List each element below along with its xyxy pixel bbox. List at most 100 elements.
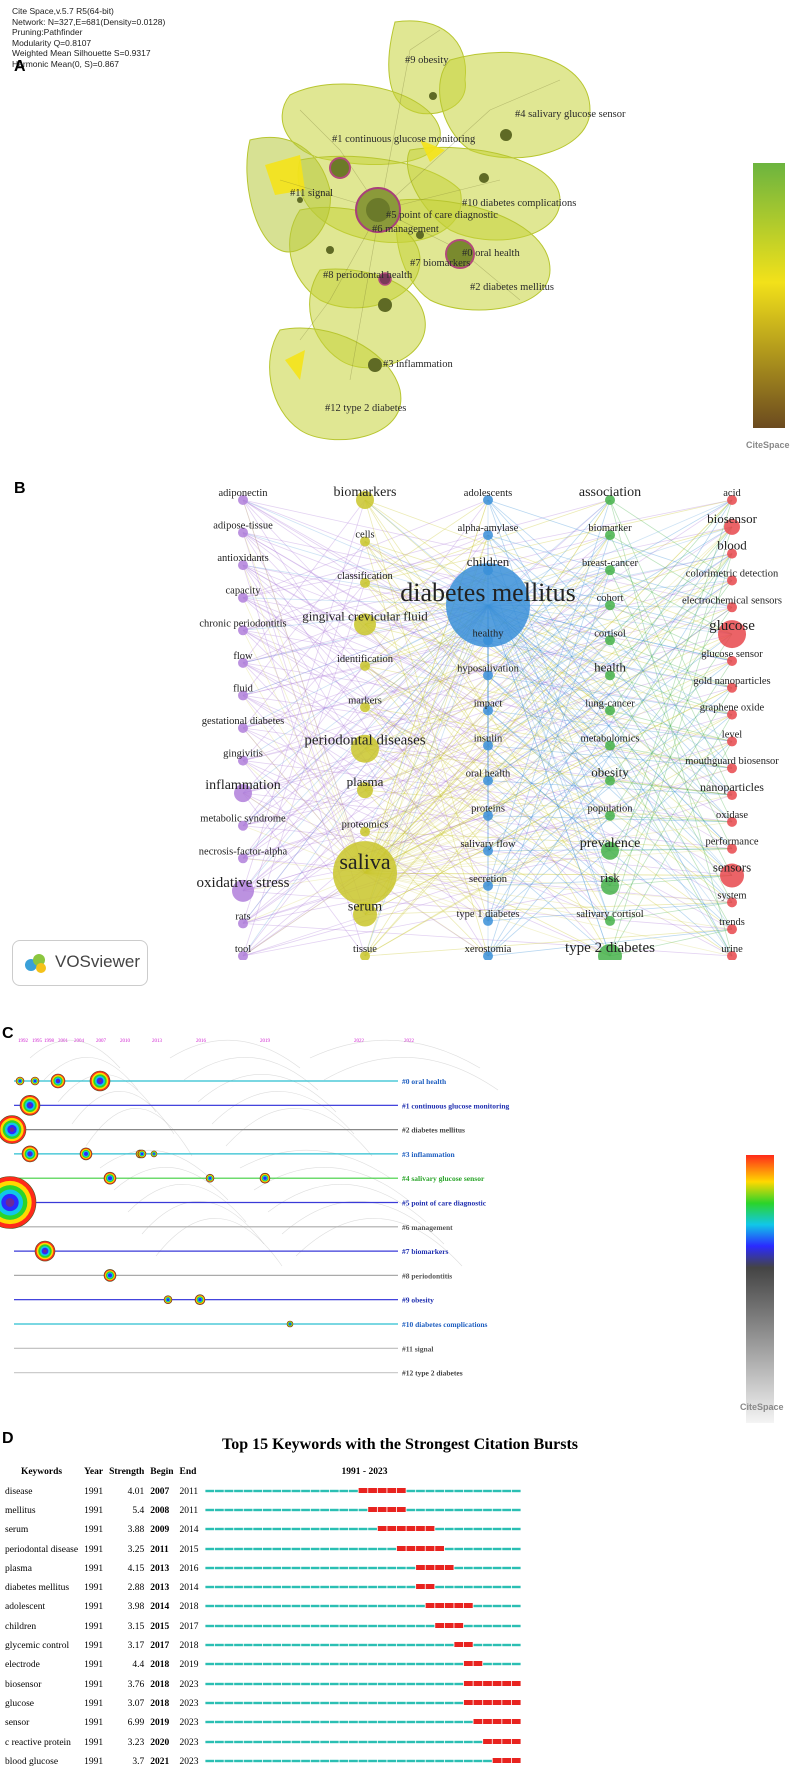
burst-bar — [204, 1661, 521, 1667]
base-segment — [358, 1585, 367, 1589]
node-inflammation — [234, 784, 252, 803]
keyword-label: association — [579, 485, 641, 500]
base-segment — [271, 1721, 281, 1724]
timeline-cluster-label: #12 type 2 diabetes — [402, 1369, 463, 1378]
node-necrosis-factor-alpha — [238, 853, 248, 864]
base-segment — [262, 1585, 272, 1589]
keyword-label: nanoparticles — [700, 780, 764, 794]
base-segment — [224, 1585, 233, 1589]
base-segment — [243, 1547, 252, 1550]
timeline-year: 2001 — [58, 1039, 69, 1044]
base-segment — [396, 1663, 406, 1666]
base-segment — [271, 1528, 281, 1531]
base-segment — [214, 1508, 224, 1512]
keyword-label: sensors — [713, 860, 751, 875]
base-segment — [338, 1759, 348, 1762]
node-fluid — [238, 690, 248, 701]
keyword-label: cohort — [597, 593, 624, 604]
burst-year: 1991 — [84, 1505, 104, 1516]
burst-segment — [501, 1680, 511, 1686]
base-segment — [434, 1740, 444, 1743]
keyword-label: urine — [721, 944, 743, 955]
base-segment — [358, 1759, 367, 1762]
base-segment — [406, 1489, 415, 1492]
node-metabolic-syndrome — [238, 820, 248, 831]
base-segment — [271, 1605, 281, 1608]
base-segment — [310, 1740, 320, 1743]
base-segment — [406, 1643, 415, 1647]
base-segment — [473, 1547, 482, 1550]
panel-label-d: D — [2, 1430, 14, 1447]
base-segment — [281, 1740, 291, 1743]
base-segment — [243, 1585, 252, 1589]
base-segment — [377, 1585, 387, 1589]
base-segment — [300, 1489, 310, 1492]
base-segment — [463, 1624, 473, 1627]
node-classification — [360, 577, 370, 588]
cluster-label: #6 management — [372, 224, 439, 235]
base-segment — [453, 1759, 463, 1762]
base-segment — [329, 1566, 339, 1570]
base-segment — [224, 1624, 233, 1627]
burst-keyword: plasma — [5, 1563, 32, 1574]
burst-segment — [396, 1526, 406, 1532]
base-segment — [271, 1585, 281, 1589]
base-segment — [386, 1643, 396, 1647]
burst-strength: 3.15 — [127, 1621, 145, 1632]
base-segment — [396, 1740, 406, 1743]
burst-end: 2015 — [179, 1544, 199, 1555]
keyword-label: proteins — [471, 804, 505, 815]
base-segment — [252, 1489, 262, 1492]
timeline-year: 2007 — [96, 1039, 107, 1044]
base-segment — [406, 1585, 415, 1589]
base-segment — [492, 1528, 501, 1531]
base-segment — [300, 1682, 310, 1685]
node-performance — [727, 843, 737, 854]
base-segment — [262, 1663, 272, 1666]
burst-year: 1991 — [84, 1718, 104, 1729]
base-segment — [482, 1585, 492, 1589]
base-segment — [204, 1566, 214, 1570]
base-segment — [262, 1682, 272, 1685]
timeline-cluster-label: #8 periodontitis — [402, 1271, 452, 1280]
keyword-label: oxidase — [716, 810, 748, 821]
timeline-year: 2022 — [354, 1039, 365, 1044]
base-segment — [338, 1566, 348, 1570]
burst-strength: 2.88 — [127, 1583, 145, 1594]
cluster-label: #10 diabetes complications — [462, 198, 576, 209]
base-segment — [291, 1547, 300, 1550]
base-segment — [358, 1508, 367, 1512]
burst-year: 1991 — [84, 1679, 104, 1690]
base-segment — [252, 1566, 262, 1570]
burst-segment — [425, 1584, 434, 1590]
base-segment — [319, 1701, 329, 1705]
timeline-year: 2019 — [260, 1039, 271, 1044]
base-segment — [386, 1663, 396, 1666]
base-segment — [310, 1528, 320, 1531]
burst-segment — [492, 1757, 501, 1763]
base-segment — [406, 1566, 415, 1570]
base-segment — [501, 1547, 511, 1550]
burst-keyword: glycemic control — [5, 1641, 70, 1652]
base-segment — [511, 1605, 521, 1608]
burst-timeline-cell — [202, 1733, 528, 1752]
timeline-year: 1992 — [18, 1039, 29, 1044]
base-segment — [396, 1566, 406, 1570]
keyword-label: mouthguard biosensor — [685, 756, 779, 767]
base-segment — [386, 1682, 396, 1685]
burst-begin: 2018 — [150, 1679, 170, 1690]
base-segment — [425, 1663, 434, 1666]
base-segment — [492, 1624, 501, 1627]
base-segment — [329, 1528, 339, 1531]
base-segment — [243, 1701, 252, 1705]
base-segment — [319, 1721, 329, 1724]
base-segment — [482, 1605, 492, 1608]
burst-bar — [204, 1487, 521, 1493]
meta-line: Pruning:Pathfinder — [12, 27, 83, 37]
base-segment — [291, 1528, 300, 1531]
